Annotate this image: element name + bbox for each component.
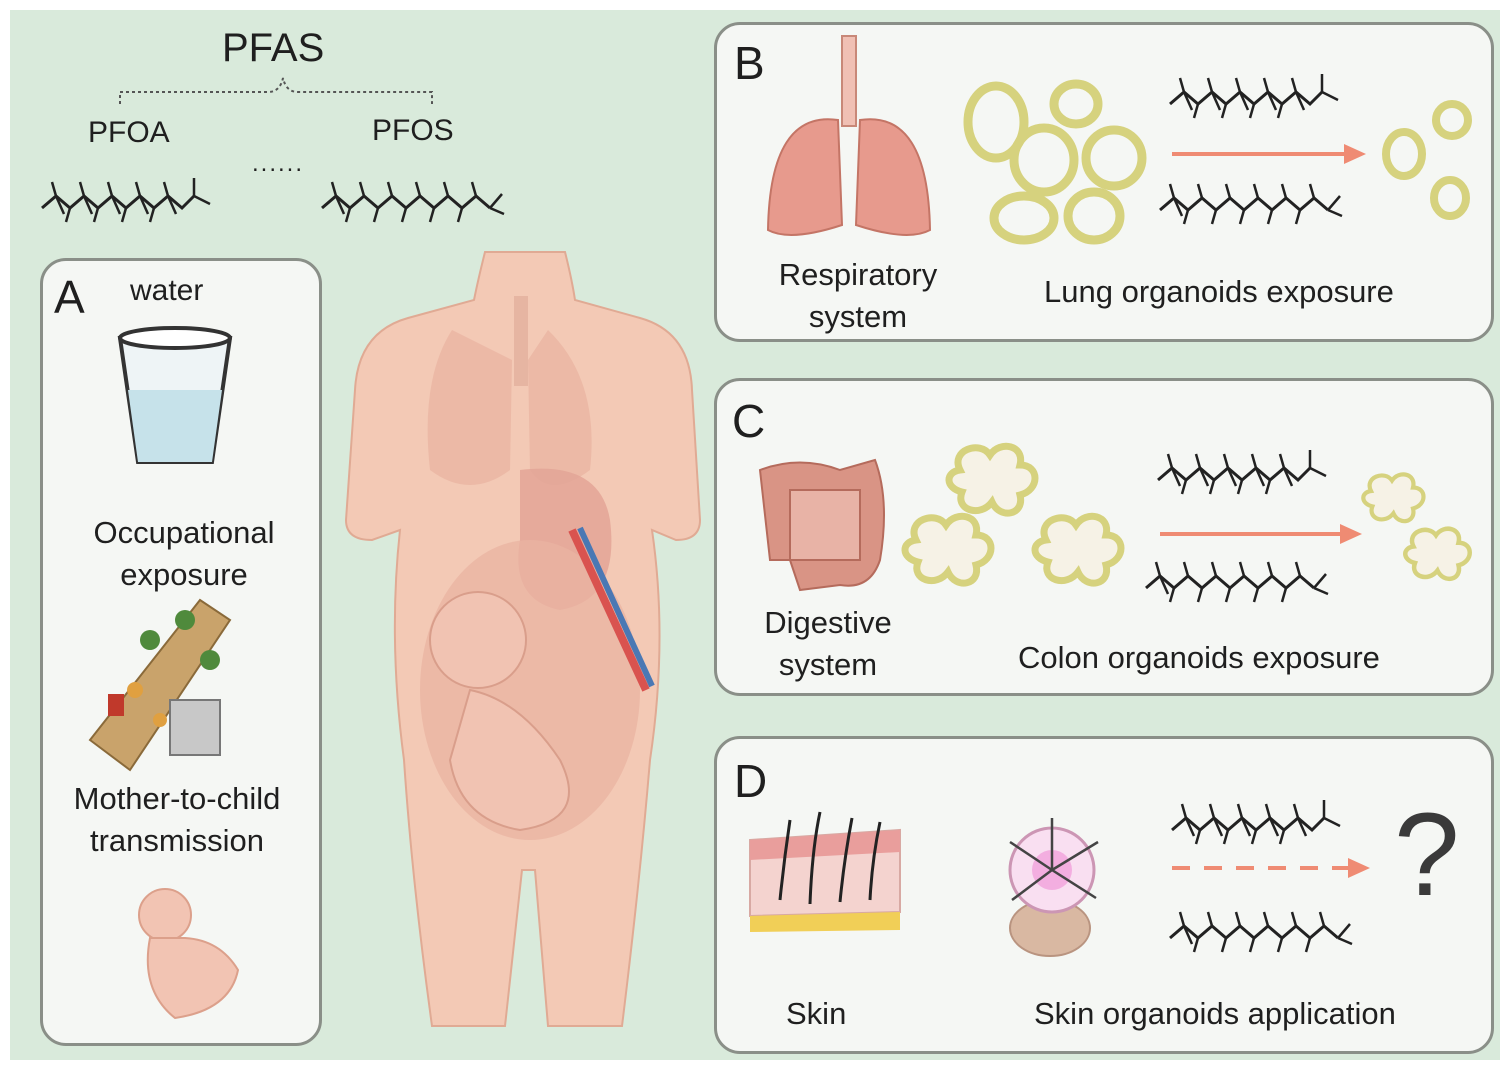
colon-pfos-molecule (1144, 560, 1330, 604)
water-label: water (130, 274, 204, 307)
panel-d-letter: D (734, 755, 768, 807)
skin-application-dashed-arrow (1172, 858, 1370, 878)
lung-exposure-label: Lung organoids exposure (1044, 274, 1394, 309)
occupational-workers-icon (88, 598, 232, 772)
occupational-label-line1: Occupational (93, 515, 275, 550)
colon-pfoa-molecule (1156, 448, 1328, 496)
pfoa-molecule (40, 176, 212, 224)
digestive-label-line1: Digestive (764, 605, 892, 640)
question-mark: ? (1394, 789, 1460, 921)
mother-to-child-label-line1: Mother-to-child (73, 781, 281, 816)
panel-c-letter: C (732, 395, 766, 447)
pfos-label: PFOS (372, 114, 454, 147)
colon-organoids-result-icon (1363, 474, 1469, 578)
fetus-icon (138, 888, 240, 1020)
lung-pfos-molecule (1158, 182, 1344, 226)
mother-to-child-label-line2: transmission (90, 823, 264, 858)
skin-application-label: Skin organoids application (1034, 996, 1396, 1031)
panel-b-letter: B (734, 37, 765, 89)
water-glass-icon (117, 326, 233, 464)
pfoa-label: PFOA (88, 116, 170, 149)
lung-exposure-arrow (1172, 144, 1366, 164)
pfas-bracket (119, 77, 433, 104)
compound-separator: ...... (252, 150, 305, 177)
skin-organoid-icon (1008, 818, 1099, 957)
pfos-molecule (320, 180, 506, 224)
occupational-label-line2: exposure (120, 557, 248, 592)
colon-exposure-arrow (1160, 524, 1362, 544)
colon-icon (758, 458, 885, 592)
colon-organoids-icon (905, 446, 1121, 583)
skin-layers-icon (749, 811, 901, 932)
human-body-illustration (344, 251, 702, 1027)
lung-organoids-result-icon (1382, 100, 1472, 220)
pfas-title: PFAS (222, 26, 325, 70)
lung-organoids-icon (963, 79, 1147, 245)
skin-pfos-molecule (1168, 910, 1354, 954)
respiratory-label-line2: system (808, 299, 908, 334)
colon-exposure-label: Colon organoids exposure (1018, 640, 1380, 675)
respiratory-label-line1: Respiratory (778, 257, 938, 292)
lung-pfoa-molecule (1168, 72, 1340, 120)
skin-pfoa-molecule (1170, 798, 1342, 846)
skin-label: Skin (786, 996, 847, 1031)
panel-a-letter: A (54, 271, 85, 323)
lungs-icon (766, 35, 932, 236)
digestive-label-line2: system (778, 647, 878, 682)
